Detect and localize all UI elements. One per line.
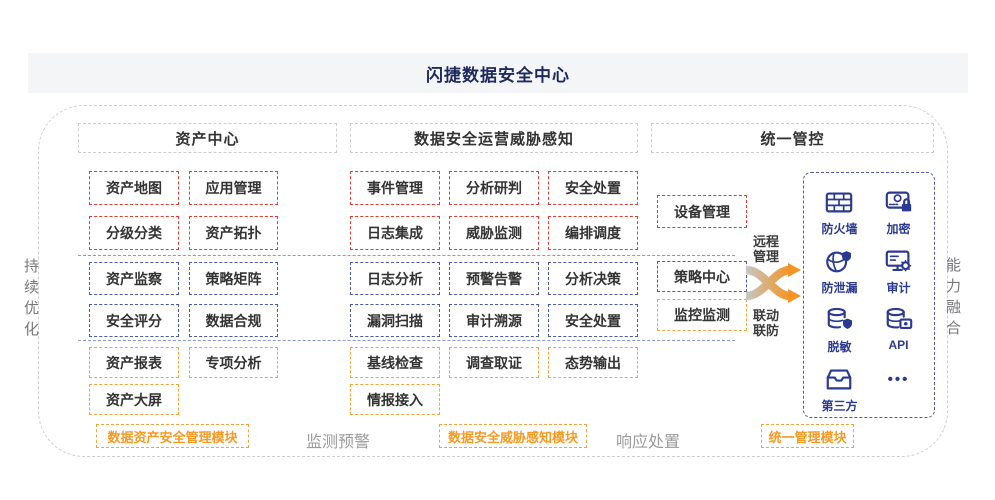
- module-box: 漏洞扫描: [350, 304, 440, 337]
- remote-management-label: 远程管理: [753, 234, 780, 264]
- capability-third-party: 第三方: [821, 364, 858, 414]
- module-box: 日志分析: [350, 262, 440, 295]
- section-divider-top: [78, 255, 735, 256]
- capability-leak-prevention: 防泄漏: [821, 246, 858, 296]
- data-masking-icon: [827, 307, 852, 329]
- module-box: 日志集成: [350, 216, 440, 250]
- module-box: 编排调度: [548, 216, 638, 250]
- api-icon: [886, 307, 912, 330]
- module-box: 安全处置: [548, 304, 638, 337]
- module-box-policy-center: 策略中心: [657, 261, 747, 292]
- column-header-asset-center: 资产中心: [78, 123, 337, 153]
- capability-data-masking: 脱敏: [825, 305, 855, 355]
- audit-icon: [885, 250, 911, 272]
- module-box: 威胁监测: [449, 216, 539, 250]
- encryption-icon: [885, 191, 911, 212]
- third-party-icon: [827, 369, 852, 390]
- capability-label: 防泄漏: [821, 281, 858, 295]
- module-box: 资产地图: [89, 171, 179, 205]
- page-title: 闪捷数据安全中心: [28, 53, 968, 93]
- module-box: 分级分类: [89, 216, 179, 250]
- linkage-defense-label: 联动联防: [753, 308, 780, 338]
- module-box: 态势输出: [548, 347, 638, 378]
- capability-label: 审计: [886, 281, 911, 295]
- module-box: 资产监察: [89, 262, 179, 295]
- module-box: 应用管理: [189, 171, 278, 205]
- security-operations-orange-group: 基线检查调查取证态势输出情报接入: [350, 347, 638, 415]
- capability-label: 加密: [886, 222, 911, 236]
- module-box: 调查取证: [449, 347, 539, 378]
- module-box: 预警告警: [449, 262, 539, 295]
- asset-center-orange-group: 资产报表专项分析资产大屏: [89, 347, 278, 415]
- asset-center-blue-group: 资产监察策略矩阵安全评分数据合规: [89, 262, 278, 337]
- module-label-unified-management: 统一管理模块: [761, 424, 854, 448]
- module-box: 资产大屏: [89, 384, 179, 415]
- crossover-arrows-icon: [745, 263, 801, 303]
- column-header-security-operations: 数据安全运营威胁感知: [350, 123, 638, 153]
- module-box-monitoring: 监控监测: [657, 299, 747, 331]
- module-label-asset-security: 数据资产安全管理模块: [96, 424, 249, 448]
- monitoring-warning-text: 监测预警: [306, 434, 371, 451]
- capability-audit: 审计: [884, 246, 914, 296]
- security-operations-red-group: 事件管理分析研判安全处置日志集成威胁监测编排调度: [350, 171, 638, 250]
- module-box: 策略矩阵: [189, 262, 278, 295]
- asset-center-red-group: 资产地图应用管理分级分类资产拓扑: [89, 171, 278, 250]
- security-operations-blue-group: 日志分析预警告警分析决策漏洞扫描审计溯源安全处置: [350, 262, 638, 337]
- capability-label: 防火墙: [821, 222, 858, 236]
- module-box: 分析研判: [449, 171, 539, 205]
- column-header-unified-control: 统一管控: [651, 123, 934, 153]
- module-box: 资产报表: [89, 347, 179, 378]
- module-box: 资产拓扑: [189, 216, 278, 250]
- capability-firewall: 防火墙: [821, 187, 858, 237]
- module-box: 专项分析: [189, 347, 278, 378]
- left-vertical-label: 持续优化: [22, 258, 39, 342]
- module-box: 安全评分: [89, 304, 179, 337]
- capability-label: 脱敏: [827, 340, 852, 354]
- capability-label: API: [888, 338, 909, 352]
- module-box: 情报接入: [350, 384, 440, 415]
- module-box: 审计溯源: [449, 304, 539, 337]
- module-box: 分析决策: [548, 262, 638, 295]
- module-box: 安全处置: [548, 171, 638, 205]
- more-icon: •••: [887, 370, 910, 388]
- module-label-threat-awareness: 数据安全威胁感知模块: [439, 424, 587, 448]
- module-box: 数据合规: [189, 304, 278, 337]
- section-divider-bottom: [78, 340, 735, 341]
- right-vertical-label: 能力融合: [944, 257, 961, 341]
- leak-prevention-icon: [826, 251, 852, 273]
- capability-more: •••: [888, 364, 910, 414]
- firewall-icon: [826, 192, 853, 213]
- module-box-device-management: 设备管理: [657, 195, 747, 228]
- capability-panel: 防火墙 加密 防泄漏: [803, 172, 935, 418]
- diagram-outline: [38, 105, 948, 457]
- response-handling-text: 响应处置: [616, 434, 681, 451]
- capability-label: 第三方: [821, 399, 858, 413]
- module-box: 事件管理: [350, 171, 440, 205]
- capability-encryption: 加密: [884, 187, 914, 237]
- capability-api: API: [884, 305, 914, 355]
- module-box: 基线检查: [350, 347, 440, 378]
